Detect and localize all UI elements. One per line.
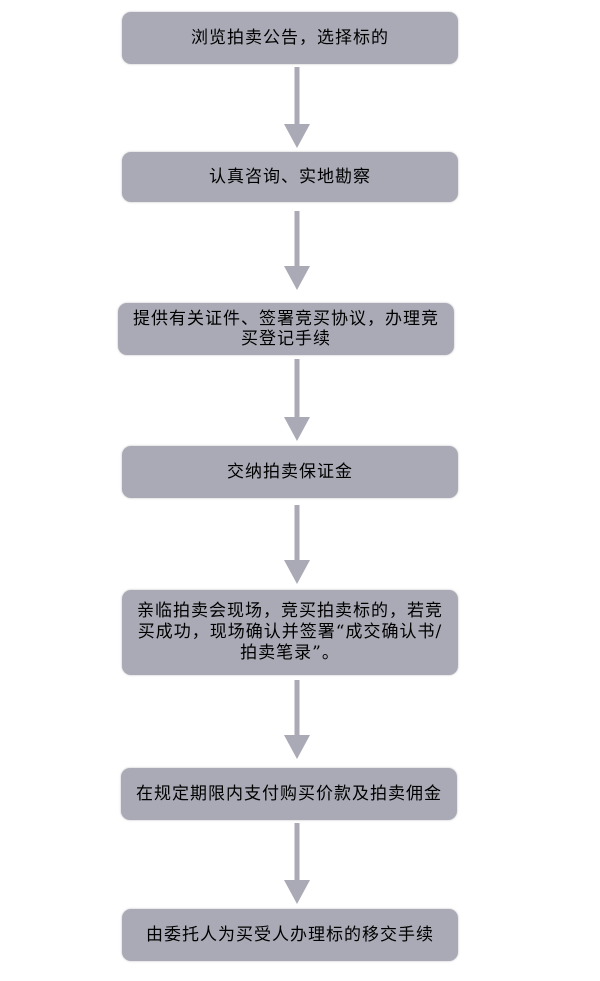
step-3-text: 提供有关证件、签署竞买协议，办理竞买登记手续 (133, 309, 439, 349)
step-2-text: 认真咨询、实地勘察 (209, 167, 371, 187)
step-6-text: 在规定期限内支付购买价款及拍卖佣金 (136, 784, 442, 804)
step-4-text: 交纳拍卖保证金 (227, 462, 353, 482)
step-5-text: 亲临拍卖会现场，竞买拍卖标的，若竞买成功，现场确认并签署“成交确认书/拍卖笔录”… (137, 601, 443, 663)
step-1-box: 浏览拍卖公告，选择标的 (122, 12, 458, 64)
step-1-text: 浏览拍卖公告，选择标的 (191, 28, 389, 48)
step-3-box: 提供有关证件、签署竞买协议，办理竞买登记手续 (118, 303, 454, 355)
arrow-1 (284, 67, 310, 148)
step-5-box: 亲临拍卖会现场，竞买拍卖标的，若竞买成功，现场确认并签署“成交确认书/拍卖笔录”… (122, 590, 458, 675)
step-6-box: 在规定期限内支付购买价款及拍卖佣金 (121, 768, 457, 820)
arrow-5 (284, 680, 310, 759)
step-2-box: 认真咨询、实地勘察 (122, 152, 458, 202)
arrow-6 (284, 823, 310, 904)
arrow-2 (284, 211, 310, 290)
step-4-box: 交纳拍卖保证金 (122, 446, 458, 498)
step-7-box: 由委托人为买受人办理标的移交手续 (122, 909, 458, 961)
step-7-text: 由委托人为买受人办理标的移交手续 (146, 925, 434, 945)
arrow-4 (284, 505, 310, 584)
arrow-3 (284, 359, 310, 441)
